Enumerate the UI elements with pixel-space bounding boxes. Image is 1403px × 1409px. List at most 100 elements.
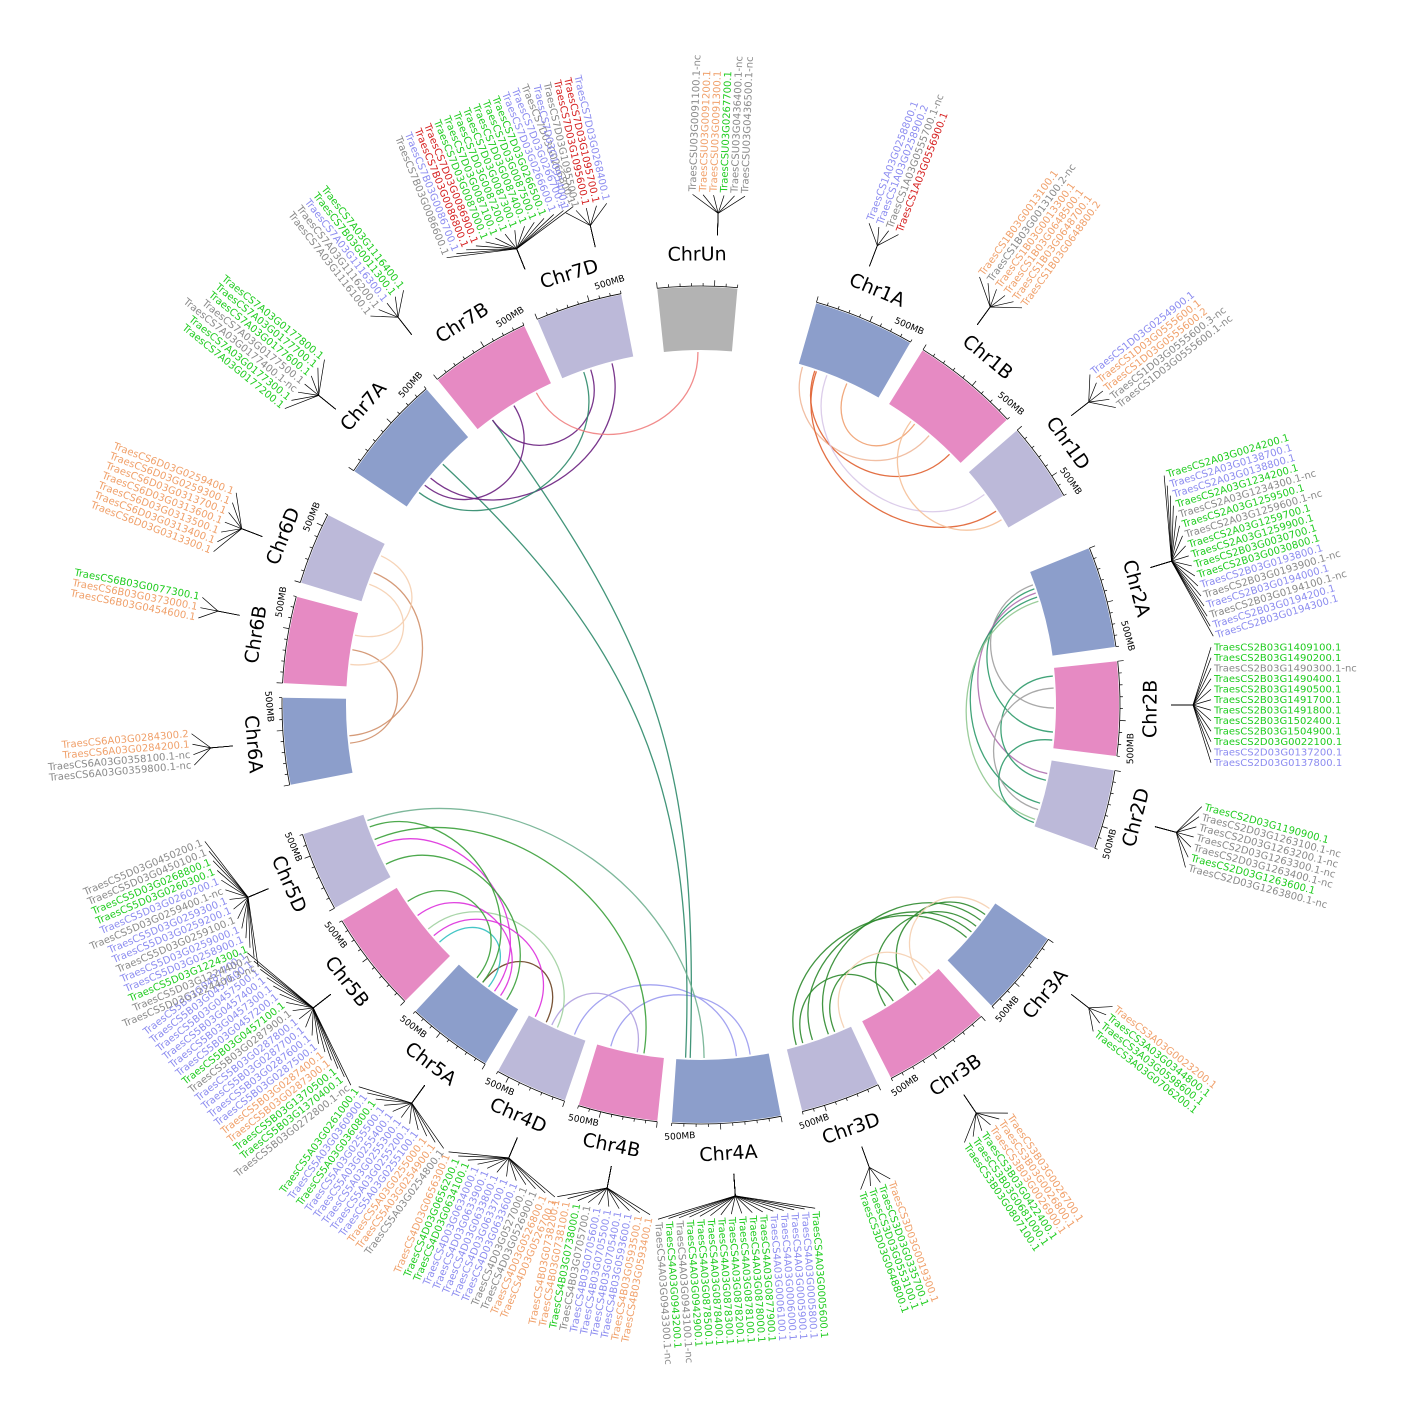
axis-tick xyxy=(362,958,368,963)
chromosome-label: Chr5A xyxy=(401,1038,461,1091)
chromosome-label: ChrUn xyxy=(667,243,726,266)
gene-connector xyxy=(689,1173,736,1218)
axis-line xyxy=(302,834,335,909)
axis-tick xyxy=(326,897,330,900)
chromosome-block xyxy=(415,964,519,1064)
axis-tick xyxy=(859,314,861,318)
synteny-link xyxy=(986,588,1054,733)
gene-connector xyxy=(192,743,233,749)
chromosome-label: Chr5B xyxy=(320,952,373,1011)
axis-tick xyxy=(999,998,1003,1002)
axis-tick xyxy=(309,546,313,549)
axis-tick xyxy=(283,784,290,787)
axis-tick xyxy=(656,1121,658,1128)
synteny-link xyxy=(535,352,699,436)
axis-tick xyxy=(371,967,375,970)
gene-group-chrun: TraesCSU03G0091100.1-ncTraesCSU03G009120… xyxy=(688,54,756,236)
gene-group-chr3b: TraesCS3B03G0026700.1TraesCS3B03G0026800… xyxy=(961,1094,1085,1254)
axis-tick xyxy=(301,569,305,572)
axis-tick xyxy=(290,606,294,608)
axis-line xyxy=(437,324,525,380)
gene-label: TraesCS2B03G1502400.1 xyxy=(1213,716,1341,727)
gene-connector xyxy=(1071,374,1091,416)
axis-tick xyxy=(952,1039,956,1043)
gene-connector xyxy=(710,1173,736,1216)
chromosome-block xyxy=(1053,661,1119,756)
axis-tick xyxy=(453,362,456,366)
gene-connector xyxy=(1150,475,1172,568)
gene-label: TraesCS2B03G1490200.1 xyxy=(1213,653,1341,664)
gene-connector xyxy=(1071,994,1100,1024)
gene-connector xyxy=(1150,560,1214,637)
axis-tick xyxy=(412,1011,416,1014)
gene-group-chr6a: TraesCS6A03G0359800.1-ncTraesCS6A03G0358… xyxy=(47,729,233,784)
gene-connector xyxy=(730,1173,736,1215)
synteny-link xyxy=(349,572,424,737)
chromosome-label: Chr6B xyxy=(241,604,272,665)
axis-tick xyxy=(802,1111,804,1115)
synteny-link xyxy=(349,649,398,744)
axis-tick xyxy=(1021,974,1025,977)
synteny-link xyxy=(895,901,986,991)
gene-connector xyxy=(1154,826,1186,868)
gene-connector xyxy=(1150,560,1192,568)
axis-tick xyxy=(357,949,361,952)
axis-line xyxy=(1016,429,1065,496)
axis-tick xyxy=(372,439,376,442)
chromosome-block xyxy=(889,350,1007,463)
synteny-link xyxy=(896,420,1002,531)
gene-connector xyxy=(1171,699,1212,706)
axis-tick xyxy=(455,1045,458,1049)
axis-tick xyxy=(622,1116,624,1120)
axis-tick xyxy=(405,402,409,406)
chromosome-block xyxy=(1030,548,1115,656)
axis-tick xyxy=(365,448,369,452)
gene-connector xyxy=(1071,398,1110,416)
scale-label: 500MB xyxy=(664,1131,696,1143)
axis-tick xyxy=(517,1082,520,1086)
gene-connector xyxy=(394,296,412,335)
axis-tick xyxy=(990,399,993,403)
gene-connector xyxy=(963,1094,977,1137)
gene-group-chr1a: TraesCS1A03G0258800.1TraesCS1A03G0258900… xyxy=(865,93,951,267)
axis-tick xyxy=(932,353,936,357)
axis-tick xyxy=(512,327,514,331)
gene-connector xyxy=(235,492,263,537)
axis-tick xyxy=(414,394,418,398)
gene-connector xyxy=(733,1173,763,1213)
axis-tick xyxy=(848,310,851,314)
axis-tick xyxy=(522,322,525,326)
axis-tick xyxy=(1016,425,1022,431)
axis-tick xyxy=(890,1078,893,1082)
gene-connector xyxy=(963,1094,1000,1120)
synteny-link xyxy=(427,911,565,1028)
gene-connector xyxy=(229,888,269,900)
axis-tick xyxy=(1041,948,1045,951)
axis-line xyxy=(578,1105,658,1123)
axis-tick xyxy=(1105,815,1109,817)
chromosome-block xyxy=(862,968,981,1078)
axis-tick xyxy=(780,1116,783,1123)
axis-tick xyxy=(473,1058,477,1062)
synteny-link xyxy=(491,369,595,446)
gene-connector xyxy=(191,733,233,749)
axis-tick xyxy=(505,1077,509,1083)
axis-tick xyxy=(1093,557,1097,559)
gene-connector xyxy=(668,1173,736,1219)
scale-label: 500MB xyxy=(893,316,926,337)
axis-tick xyxy=(534,313,538,320)
gene-connector xyxy=(202,597,240,616)
synteny-link xyxy=(810,371,997,528)
axis-tick xyxy=(540,1092,543,1096)
gene-group-chr6b: TraesCS6B03G0454600.1TraesCS6B03G0373000… xyxy=(68,567,240,623)
gene-connector xyxy=(504,233,526,270)
axis-tick xyxy=(981,391,984,394)
gene-connector xyxy=(589,203,608,248)
chromosome-block xyxy=(283,596,359,687)
gene-connector xyxy=(976,295,1006,325)
